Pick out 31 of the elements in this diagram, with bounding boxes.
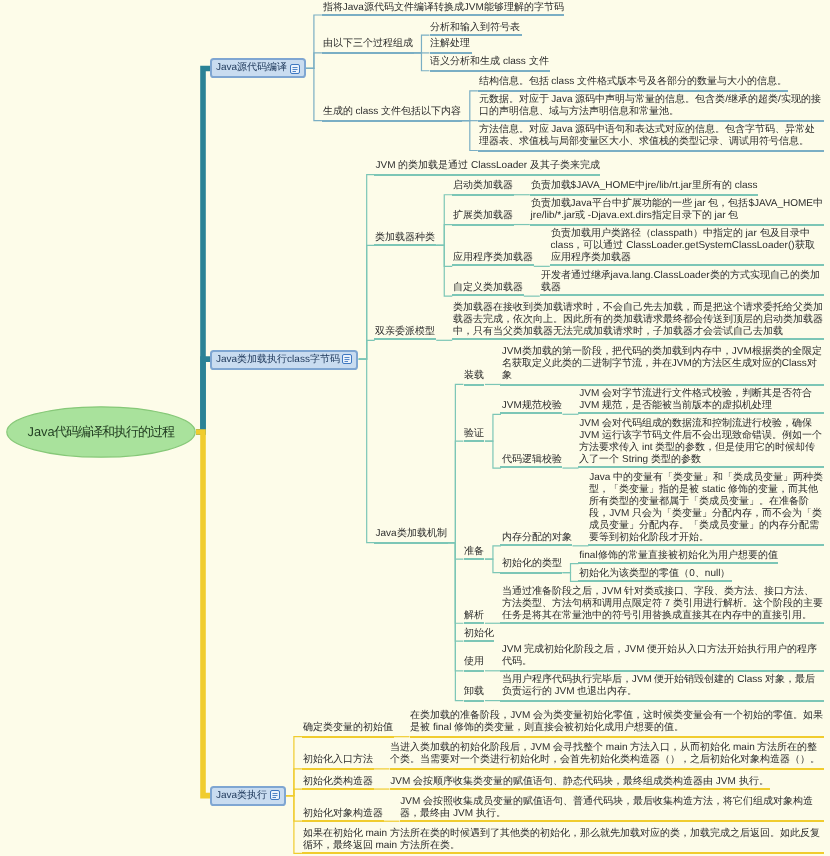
connector-line [412, 52, 431, 72]
connector-line [484, 440, 502, 469]
connector-line [358, 358, 376, 544]
connector-line [561, 571, 580, 583]
connector-line [484, 670, 502, 672]
topic-box [210, 785, 286, 806]
connector-line [285, 795, 303, 854]
connector-line [484, 558, 502, 574]
connector-line [513, 194, 531, 196]
topic-box [210, 349, 359, 370]
connector-line [392, 736, 411, 738]
topic-box [210, 58, 306, 79]
connector-line [571, 545, 590, 547]
connector-line [305, 67, 323, 122]
connector-line [446, 541, 464, 702]
connector-line [484, 700, 502, 702]
connector-line [561, 413, 580, 415]
connector-line [435, 339, 453, 341]
connector-line [513, 223, 531, 226]
connector-line [484, 383, 502, 386]
connector-line [533, 265, 551, 267]
connector-line [461, 120, 479, 152]
connector-line [484, 622, 502, 624]
connector-line [561, 467, 580, 469]
connector-line [435, 244, 453, 297]
connector-line [372, 768, 391, 770]
connector-line [196, 429, 210, 799]
connector-line [372, 788, 391, 790]
connector-line [523, 295, 541, 297]
connector-line [382, 820, 401, 822]
connector-line [196, 356, 210, 435]
